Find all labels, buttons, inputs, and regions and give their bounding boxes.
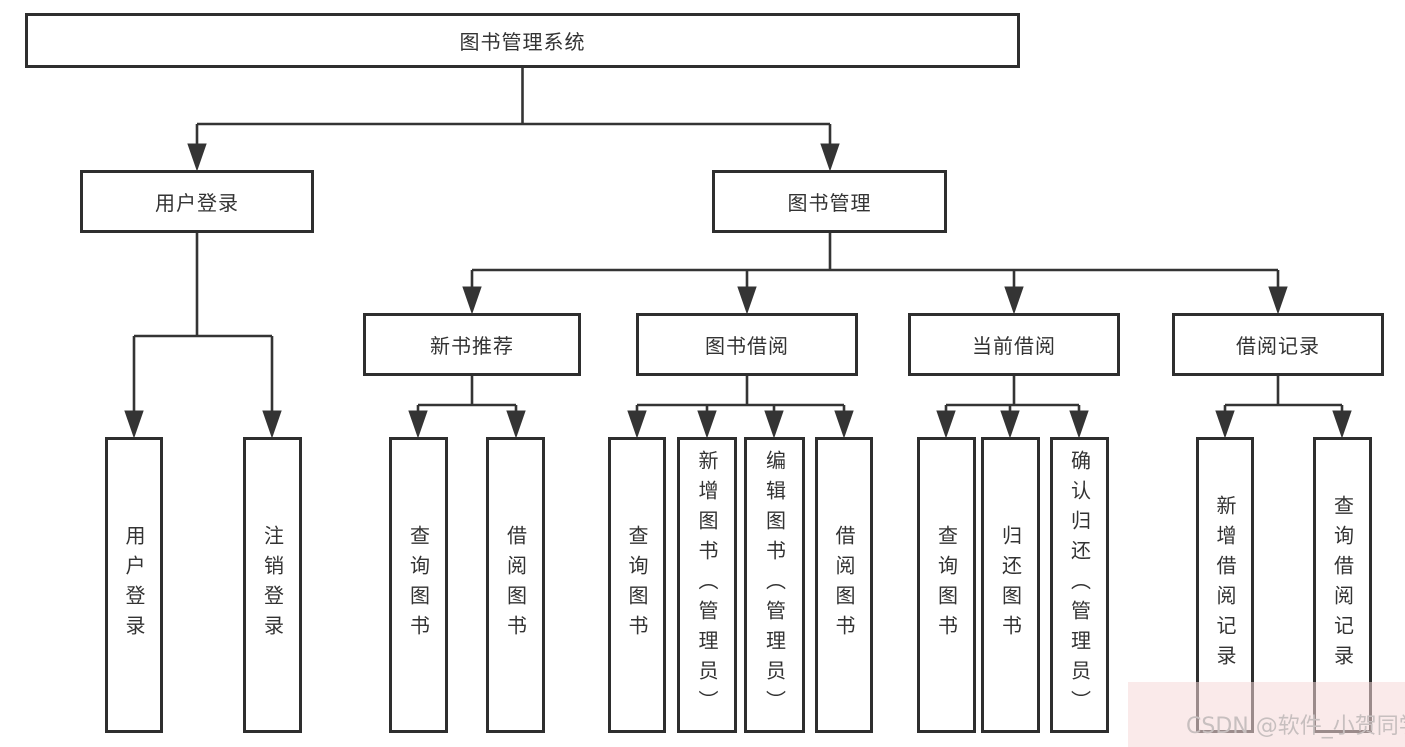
leaf-label: 借阅图书 [503, 525, 528, 645]
leaf-query-borrow-record: 查询借阅记录 [1313, 437, 1372, 733]
leaf-edit-books-admin: 编辑图书（管理员） [744, 437, 805, 733]
node-label: 用户登录 [155, 191, 239, 215]
leaf-borrow-books-recommend: 借阅图书 [486, 437, 545, 733]
node-label: 图书借阅 [705, 334, 789, 358]
connector-recommend-to-leaves [408, 376, 526, 439]
node-label: 新书推荐 [430, 334, 514, 358]
leaf-query-books-borrow: 查询图书 [608, 437, 666, 733]
leaf-query-books-current: 查询图书 [917, 437, 976, 733]
node-label: 图书管理系统 [459, 30, 586, 54]
leaf-user-login: 用户登录 [105, 437, 163, 733]
leaf-borrow-books: 借阅图书 [815, 437, 873, 733]
leaf-confirm-return-admin: 确认归还（管理员） [1050, 437, 1109, 733]
connector-root-to-level2 [187, 68, 840, 172]
connector-bookmgmt-to-level3 [462, 233, 1288, 315]
leaf-label: 借阅图书 [832, 525, 856, 645]
leaf-label: 确认归还（管理员） [1067, 450, 1092, 720]
leaf-label: 查询图书 [934, 525, 959, 645]
leaf-label: 用户登录 [122, 525, 146, 645]
node-label: 当前借阅 [972, 334, 1056, 358]
node-library-management-system: 图书管理系统 [25, 13, 1020, 68]
connector-current-to-leaves [936, 376, 1089, 439]
leaf-label: 注销登录 [260, 525, 285, 645]
leaf-label: 归还图书 [998, 525, 1023, 645]
leaf-return-books: 归还图书 [981, 437, 1040, 733]
connector-userlogin-to-leaves [124, 233, 282, 439]
node-book-borrowing: 图书借阅 [636, 313, 858, 376]
leaf-logout-login: 注销登录 [243, 437, 302, 733]
node-label: 借阅记录 [1236, 334, 1320, 358]
node-book-management: 图书管理 [712, 170, 947, 233]
leaf-label: 查询图书 [625, 525, 649, 645]
node-current-borrowing: 当前借阅 [908, 313, 1120, 376]
leaf-query-books-recommend: 查询图书 [389, 437, 448, 733]
leaf-label: 查询借阅记录 [1330, 495, 1355, 675]
leaf-label: 编辑图书（管理员） [762, 450, 787, 720]
node-label: 图书管理 [787, 191, 872, 215]
leaf-label: 新增借阅记录 [1213, 495, 1237, 675]
leaf-label: 查询图书 [406, 525, 431, 645]
leaf-add-borrow-record: 新增借阅记录 [1196, 437, 1254, 733]
node-borrowing-records: 借阅记录 [1172, 313, 1384, 376]
leaf-label: 新增图书（管理员） [695, 450, 719, 720]
node-new-book-recommendation: 新书推荐 [363, 313, 581, 376]
node-user-login: 用户登录 [80, 170, 314, 233]
connector-borrow-to-leaves [627, 376, 854, 439]
connector-records-to-leaves [1215, 376, 1352, 439]
leaf-add-books-admin: 新增图书（管理员） [677, 437, 737, 733]
